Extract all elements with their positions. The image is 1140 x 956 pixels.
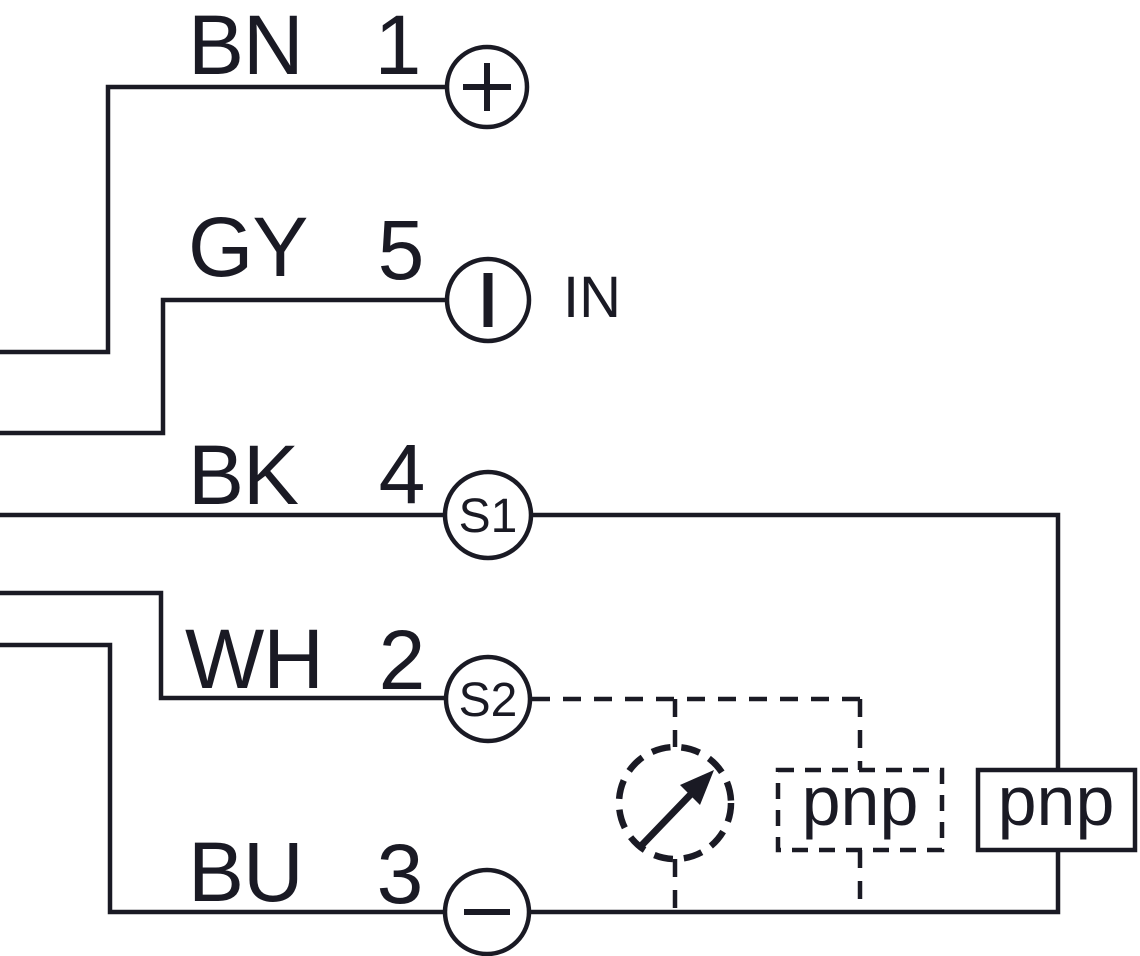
plus-icon [463,63,511,111]
in-annotation: IN [563,265,621,330]
bu-pin-number: 3 [377,827,424,921]
bn-wire-path [0,84,447,355]
bu-wire-path [0,642,445,915]
bn-pin-number: 1 [375,0,422,92]
pnp-dashed-box [775,767,945,853]
wh-wire-path [0,590,446,701]
analog-meter-symbol [615,743,735,863]
bk-wire-label: BK [188,428,299,522]
bn-wire-label: BN [188,0,303,92]
gy-wire-path [0,297,447,436]
s1-terminal-label: S1 [459,490,518,543]
analog-meter-icon [615,743,735,863]
s1-output-wire-path [531,512,1061,770]
bk-row: BK 4 S1 [0,427,1061,770]
meter-needle-arrowhead-icon [680,770,714,805]
pnp-dashed-label: pnp [802,762,919,840]
wh-wire-label: WH [185,612,323,706]
pnp-solid-box [975,767,1138,853]
gy-pin-number: 5 [378,203,425,297]
wh-row: WH 2 S2 [0,590,863,770]
s2-terminal-label: S2 [459,674,518,727]
bu-wire-label: BU [188,825,303,919]
meter-needle-shaft [638,790,695,849]
bu-return-wire-path [529,850,1061,915]
pnp-solid-label: pnp [998,762,1115,840]
pnp-dashed-block: pnp [775,762,945,853]
wh-pin-number: 2 [379,613,426,707]
pnp-solid-block: pnp [975,762,1138,853]
bu-row: BU 3 [0,642,1061,956]
bn-row: BN 1 [0,0,530,355]
gy-row: GY 5 IN [0,200,621,436]
bk-pin-number: 4 [379,427,426,521]
s2-terminal-circle [443,654,533,744]
gy-wire-label: GY [188,200,307,294]
